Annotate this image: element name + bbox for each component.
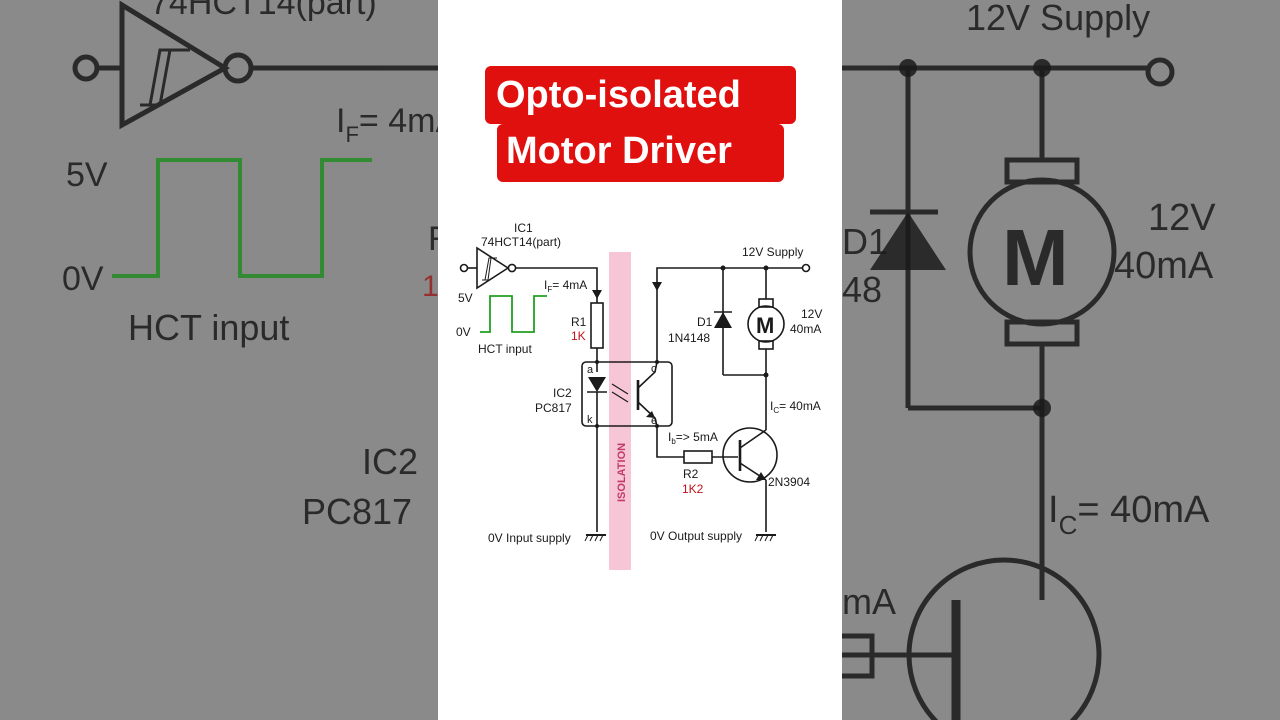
motor-letter: M <box>756 313 774 338</box>
junction-r1-led <box>595 360 599 364</box>
title-box-line1 <box>485 66 796 124</box>
collector-label: c <box>651 363 657 375</box>
isolation-band <box>609 252 631 570</box>
right-diode-triangle <box>870 212 946 270</box>
right-motor-v: 12V <box>1148 197 1216 239</box>
right-motor-letter: M <box>1002 213 1069 302</box>
ib-label: Ib=> 5mA <box>668 430 718 446</box>
r2-value-label: 1K2 <box>682 482 704 496</box>
ic1-part-label: 74HCT14(part) <box>481 235 561 249</box>
input-ground-hatch <box>584 534 604 542</box>
input-terminal <box>459 263 469 273</box>
right-d1-fragment: D1 <box>842 221 888 262</box>
d1-triangle <box>714 312 732 328</box>
collector-arrow <box>652 282 662 291</box>
right-motor-i: 40mA <box>1114 245 1214 287</box>
left-r1-fragment: R <box>428 220 438 258</box>
title-line-2: Motor Driver <box>506 130 732 172</box>
junction-c <box>655 360 659 364</box>
transistor-body <box>722 427 778 483</box>
right-ib-fragment: mA <box>842 581 896 622</box>
light-arrows <box>611 383 629 403</box>
ic2-label: IC2 <box>553 386 572 400</box>
title-line-1: Opto-isolated <box>496 74 741 116</box>
r2-label: R2 <box>683 467 699 481</box>
junction-motor-collector <box>763 372 769 378</box>
left-hysteresis-symbol <box>140 48 190 107</box>
hct-input-waveform <box>480 295 547 333</box>
v0-label: 0V <box>456 325 471 339</box>
junction-supply-motor <box>763 265 769 271</box>
left-hct-label: HCT input <box>128 307 289 348</box>
motor-current-label: 40mA <box>790 322 821 336</box>
v5-label: 5V <box>458 291 473 305</box>
r1-label: R1 <box>571 315 587 329</box>
motor-brush-top <box>758 298 774 308</box>
circuit-diagram: ISOLATION <box>456 221 822 570</box>
inverter-bubble <box>507 263 517 273</box>
transistor-label: 2N3904 <box>768 475 810 489</box>
ic2-part-label: PC817 <box>535 401 572 415</box>
r1-value-label: 1K <box>571 329 586 343</box>
right-blurred-background: 12V Supply M 12V 40mA IC= 40mA D1 48 mA <box>842 0 1280 720</box>
left-r1-value-fragment: 1 <box>422 270 438 303</box>
left-0v-label: 0V <box>62 260 104 298</box>
right-d1-part-fragment: 48 <box>842 269 882 310</box>
hysteresis-symbol <box>482 257 497 281</box>
d1-part-label: 1N4148 <box>668 331 710 345</box>
if-label: IF= 4mA <box>544 278 587 294</box>
schmitt-inverter-symbol <box>476 246 510 290</box>
if-arrow <box>592 290 602 299</box>
left-ic2-label: IC2 <box>362 441 418 482</box>
phototransistor-emitter-arrow <box>646 411 655 418</box>
d1-label: D1 <box>697 315 713 329</box>
motor-voltage-label: 12V <box>801 307 822 321</box>
cathode-label: k <box>587 414 593 426</box>
left-if-label: IF= 4mA <box>336 102 438 147</box>
right-supply-label: 12V Supply <box>966 0 1150 38</box>
left-green-waveform <box>112 158 372 278</box>
phototransistor-collector <box>637 361 658 389</box>
right-ic-label: IC= 40mA <box>1048 489 1210 540</box>
hct-input-label: HCT input <box>478 342 532 356</box>
led-triangle <box>588 377 606 392</box>
motor-body <box>747 305 785 343</box>
ic1-label: IC1 <box>514 221 533 235</box>
left-pc817-label: PC817 <box>302 491 412 532</box>
left-part-label: 74HCT14(part) <box>150 0 377 22</box>
r1-resistor <box>590 302 604 349</box>
supply-terminal <box>801 263 811 273</box>
right-supply-terminal <box>1145 57 1175 87</box>
emitter-wire <box>656 426 684 458</box>
left-blurred-background: 74HCT14(part) IF= 4mA 5V 0V HCT input IC… <box>0 0 438 720</box>
input-ground-label: 0V Input supply <box>488 531 571 545</box>
title-box-line2 <box>497 124 784 182</box>
optocoupler-box <box>581 361 673 427</box>
junction-led-k <box>595 424 599 428</box>
collector-wire <box>656 267 803 362</box>
isolation-label: ISOLATION <box>616 443 628 502</box>
left-schmitt-inverter <box>119 0 230 130</box>
supply-label: 12V Supply <box>742 245 803 259</box>
emitter-label: e <box>651 415 657 427</box>
transistor-collector-leg <box>739 429 767 449</box>
output-ground-label: 0V Output supply <box>650 529 742 543</box>
junction-supply-d1 <box>720 265 726 271</box>
right-resistor-fragment <box>842 633 875 679</box>
ic-label: IC= 40mA <box>770 399 821 415</box>
output-ground-hatch <box>754 534 774 542</box>
anode-label: a <box>587 364 594 376</box>
r2-resistor <box>683 450 713 464</box>
left-5v-label: 5V <box>66 156 108 194</box>
junction-e <box>655 424 659 428</box>
transistor-emitter-arrow <box>756 472 766 480</box>
